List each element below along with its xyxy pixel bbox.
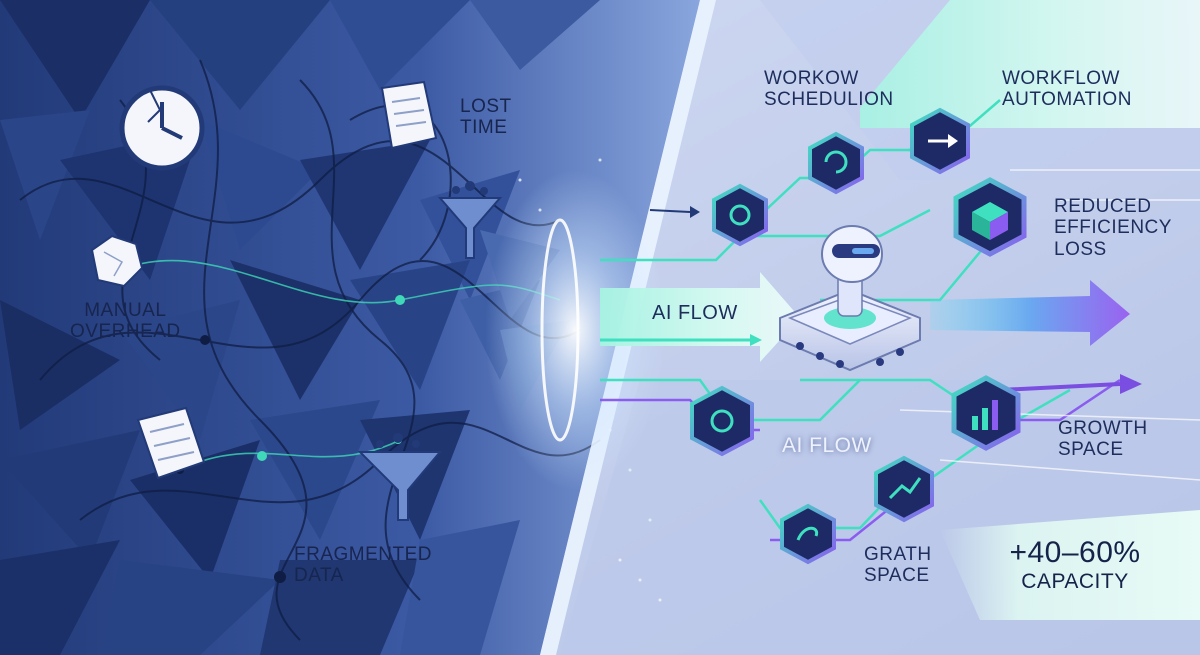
label-ai-flow-banner: AI FLOW <box>652 302 738 324</box>
hex-node-chip-icon <box>690 385 754 457</box>
hex-node-refresh-icon <box>808 131 864 195</box>
hex-node-swirl-icon <box>780 503 836 565</box>
torn-document-icon <box>380 80 438 150</box>
capacity-value: +40–60% <box>1009 536 1141 569</box>
ai-robot-chip-icon <box>779 225 921 372</box>
label-ai-flow-lower: AI FLOW <box>782 434 872 457</box>
label-grath-space: GRATH SPACE <box>864 544 932 587</box>
capacity-label: CAPACITY <box>1021 569 1129 593</box>
broken-clock-icon <box>119 85 205 171</box>
torn-document-lower-icon <box>136 406 206 480</box>
label-lost-time: LOST TIME <box>460 96 512 139</box>
hex-node-arrow-icon <box>910 107 970 175</box>
hex-node-cube-icon <box>953 177 1027 257</box>
label-workflow-automation: WORKFLOW AUTOMATION <box>1002 68 1132 111</box>
label-reduced-efficiency-loss: REDUCED EFFICIENCY LOSS <box>1054 196 1172 260</box>
label-workow-schedulion: WORKOW SCHEDULION <box>764 68 894 111</box>
label-growth-space: GROWTH SPACE <box>1058 418 1148 461</box>
capacity-highlight <box>940 510 1200 620</box>
hex-node-chart-icon <box>951 375 1021 451</box>
label-fragmented-data: FRAGMENTED DATA <box>294 544 432 587</box>
funnel-lower-icon <box>357 433 443 521</box>
hex-node-trend-icon <box>874 455 934 523</box>
output-arrow <box>930 280 1130 346</box>
top-flow-band <box>860 0 1200 128</box>
capacity-callout: +40–60% CAPACITY <box>990 536 1160 593</box>
label-manual-overhead: MANUAL OVERHEAD <box>70 300 181 343</box>
crumpled-paper-icon <box>90 234 144 288</box>
hex-node-gear-icon <box>712 183 768 247</box>
funnel-icon <box>437 181 503 259</box>
